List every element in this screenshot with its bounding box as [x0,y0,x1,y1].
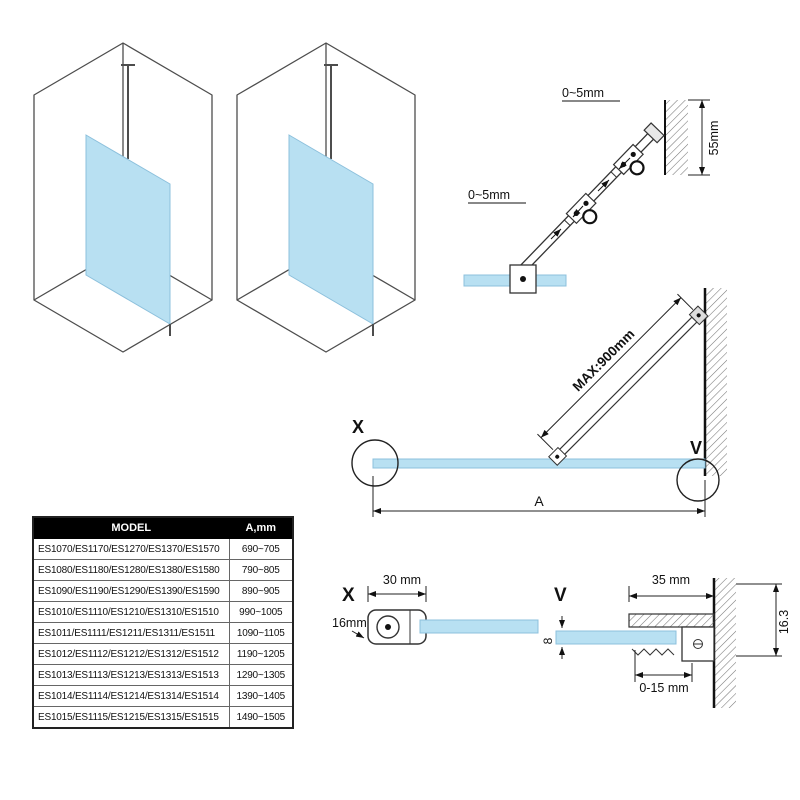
model-cell: ES1015/ES1115/ES1215/ES1315/ES1515 [32,706,230,729]
adjuster-knob-top [629,160,645,176]
width-dimension: A [372,476,706,517]
detail-x-depth-label: 16mm [332,616,367,630]
detail-x-callout: X [351,417,399,487]
table-header-row: MODEL A,mm [32,516,294,539]
glass-pane-left [85,134,171,325]
profile-top-rail [628,613,715,628]
width-label: A [534,493,544,509]
room-outline-left [33,42,213,353]
detail-x-width-dimension: 30 mm [367,573,427,602]
a-value-cell: 1390~1405 [228,685,294,707]
clamp-serration [631,648,675,656]
detail-x-title: X [342,585,355,606]
detail-x-width-label: 30 mm [383,573,421,587]
table-row: ES1013/ES1113/ES1213/ES1313/ES1513 1290~… [32,664,294,686]
detail-x-depth-dimension: 16mm [332,616,367,639]
wall-section [664,100,688,175]
model-cell: ES1014/ES1114/ES1214/ES1314/ES1514 [32,685,230,707]
model-cell: ES1070/ES1170/ES1270/ES1370/ES1570 [32,538,230,560]
gap-dimension-top: 0~5mm [562,86,631,192]
support-bar-assembly [516,122,665,276]
model-header: MODEL [32,516,230,539]
glass-panel-v [555,630,677,645]
table-row: ES1080/ES1180/ES1280/ES1380/ES1580 790~8… [32,559,294,581]
glass-clamp-plan [548,446,568,466]
glass-thickness-dimension: 8 [541,616,565,659]
wall-mount-plate [643,122,665,144]
profile-depth-label: 16.3 [777,610,791,634]
detail-v-label: V [690,438,702,458]
glass-thickness-label: 8 [541,637,555,644]
glass-panel-x [419,619,539,634]
model-cell: ES1010/ES1110/ES1210/ES1310/ES1510 [32,601,230,623]
bar-max-dimension: MAX:900mm [537,293,694,451]
model-cell: ES1012/ES1112/ES1212/ES1312/ES1512 [32,643,230,665]
detail-v-title: V [554,585,567,606]
a-value-cell: 990~1005 [228,601,294,623]
adjuster-knob-bottom [582,209,598,225]
gap-bottom-label: 0~5mm [468,188,510,202]
adjust-range-dimension: 0-15 mm [634,650,693,695]
a-value-cell: 1290~1305 [228,664,294,686]
glass-panel-plan [372,458,706,469]
mount-details: X 30 mm 16mm V [332,573,791,708]
detail-v-drawing: V 35 mm 8 [541,573,791,708]
gap-dimension-bottom: 0~5mm [468,188,584,240]
detail-x-label: X [352,417,364,437]
a-value-cell: 1190~1205 [228,643,294,665]
gap-top-label: 0~5mm [562,86,604,100]
glass-panel-left [85,64,171,336]
table-row: ES1010/ES1110/ES1210/ES1310/ES1510 990~1… [32,601,294,623]
table-row: ES1070/ES1170/ES1270/ES1370/ES1570 690~7… [32,538,294,560]
spec-table: MODEL A,mm ES1070/ES1170/ES1270/ES1370/E… [32,516,294,729]
room-outline-right [236,42,416,353]
wall-height-label: 55mm [707,121,721,156]
glass-panel-right [288,64,374,336]
a-value-cell: 790~805 [228,559,294,581]
a-value-cell: 1090~1105 [228,622,294,644]
a-header: A,mm [228,516,294,539]
a-value-cell: 890~905 [228,580,294,602]
model-cell: ES1011/ES1111/ES1211/ES1311/ES1511 [32,622,230,644]
wall-height-dimension: 55mm [688,99,721,176]
table-row: ES1015/ES1115/ES1215/ES1315/ES1515 1490~… [32,706,294,729]
table-row: ES1090/ES1190/ES1290/ES1390/ES1590 890~9… [32,580,294,602]
adjust-range-label: 0-15 mm [639,681,688,695]
glass-panel-section [463,264,567,294]
table-row: ES1011/ES1111/ES1211/ES1311/ES1511 1090~… [32,622,294,644]
table-row: ES1012/ES1112/ES1212/ES1312/ES1512 1190~… [32,643,294,665]
model-cell: ES1080/ES1180/ES1280/ES1380/ES1580 [32,559,230,581]
table-row: ES1014/ES1114/ES1214/ES1314/ES1514 1390~… [32,685,294,707]
model-cell: ES1013/ES1113/ES1213/ES1313/ES1513 [32,664,230,686]
isometric-views [33,42,416,353]
a-value-cell: 1490~1505 [228,706,294,729]
profile-depth-dimension: 16.3 [736,583,791,657]
detail-v-callout: V [676,438,720,502]
a-value-cell: 690~705 [228,538,294,560]
model-cell: ES1090/ES1190/ES1290/ES1390/ES1590 [32,580,230,602]
detail-x-drawing: X 30 mm 16mm [332,573,539,645]
wall-section-v [712,578,736,708]
detail-v-width-dimension: 35 mm [628,573,714,602]
plan-view: MAX:900mm X V A [351,288,727,517]
detail-v-width-label: 35 mm [652,573,690,587]
support-bar-detail: 55mm 0~5mm 0~5mm [463,86,721,294]
